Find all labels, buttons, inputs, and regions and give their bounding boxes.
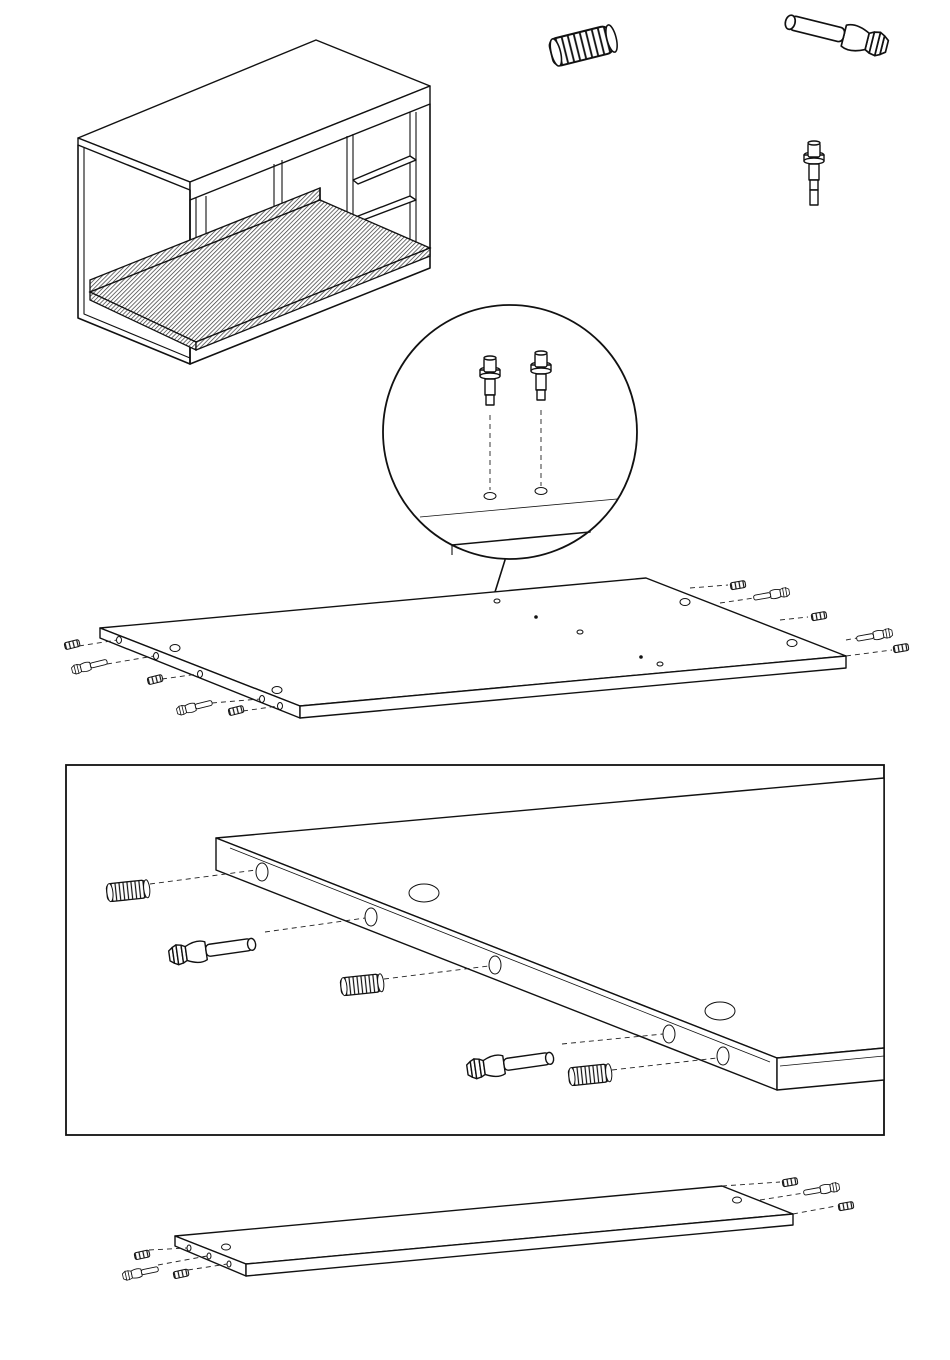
detail-box bbox=[66, 765, 884, 1135]
cam-bolt-vertical-icon bbox=[804, 141, 824, 205]
cabinet-illustration bbox=[78, 40, 430, 364]
dowel-icon bbox=[548, 24, 619, 67]
cam-bolt-icon bbox=[783, 9, 890, 59]
bottom-panel bbox=[64, 578, 909, 718]
shelf-panel bbox=[122, 1177, 854, 1280]
